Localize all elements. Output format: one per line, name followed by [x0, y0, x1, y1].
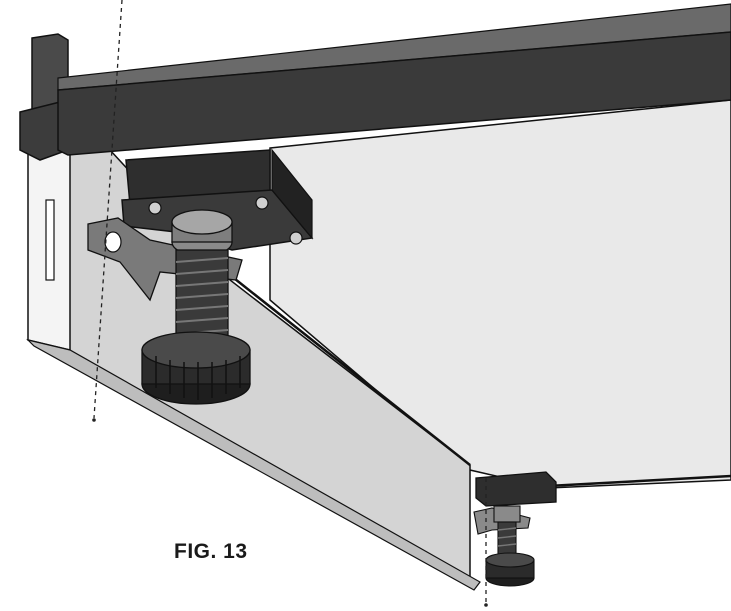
frame-rail	[57, 3, 731, 156]
side-panel	[26, 139, 731, 591]
corner-post	[19, 33, 69, 161]
dashed-alignment-line	[93, 0, 487, 604]
leveling-foot-large	[87, 209, 251, 405]
figure-label: FIG. 13	[174, 540, 248, 563]
leveling-foot-small	[473, 471, 557, 587]
